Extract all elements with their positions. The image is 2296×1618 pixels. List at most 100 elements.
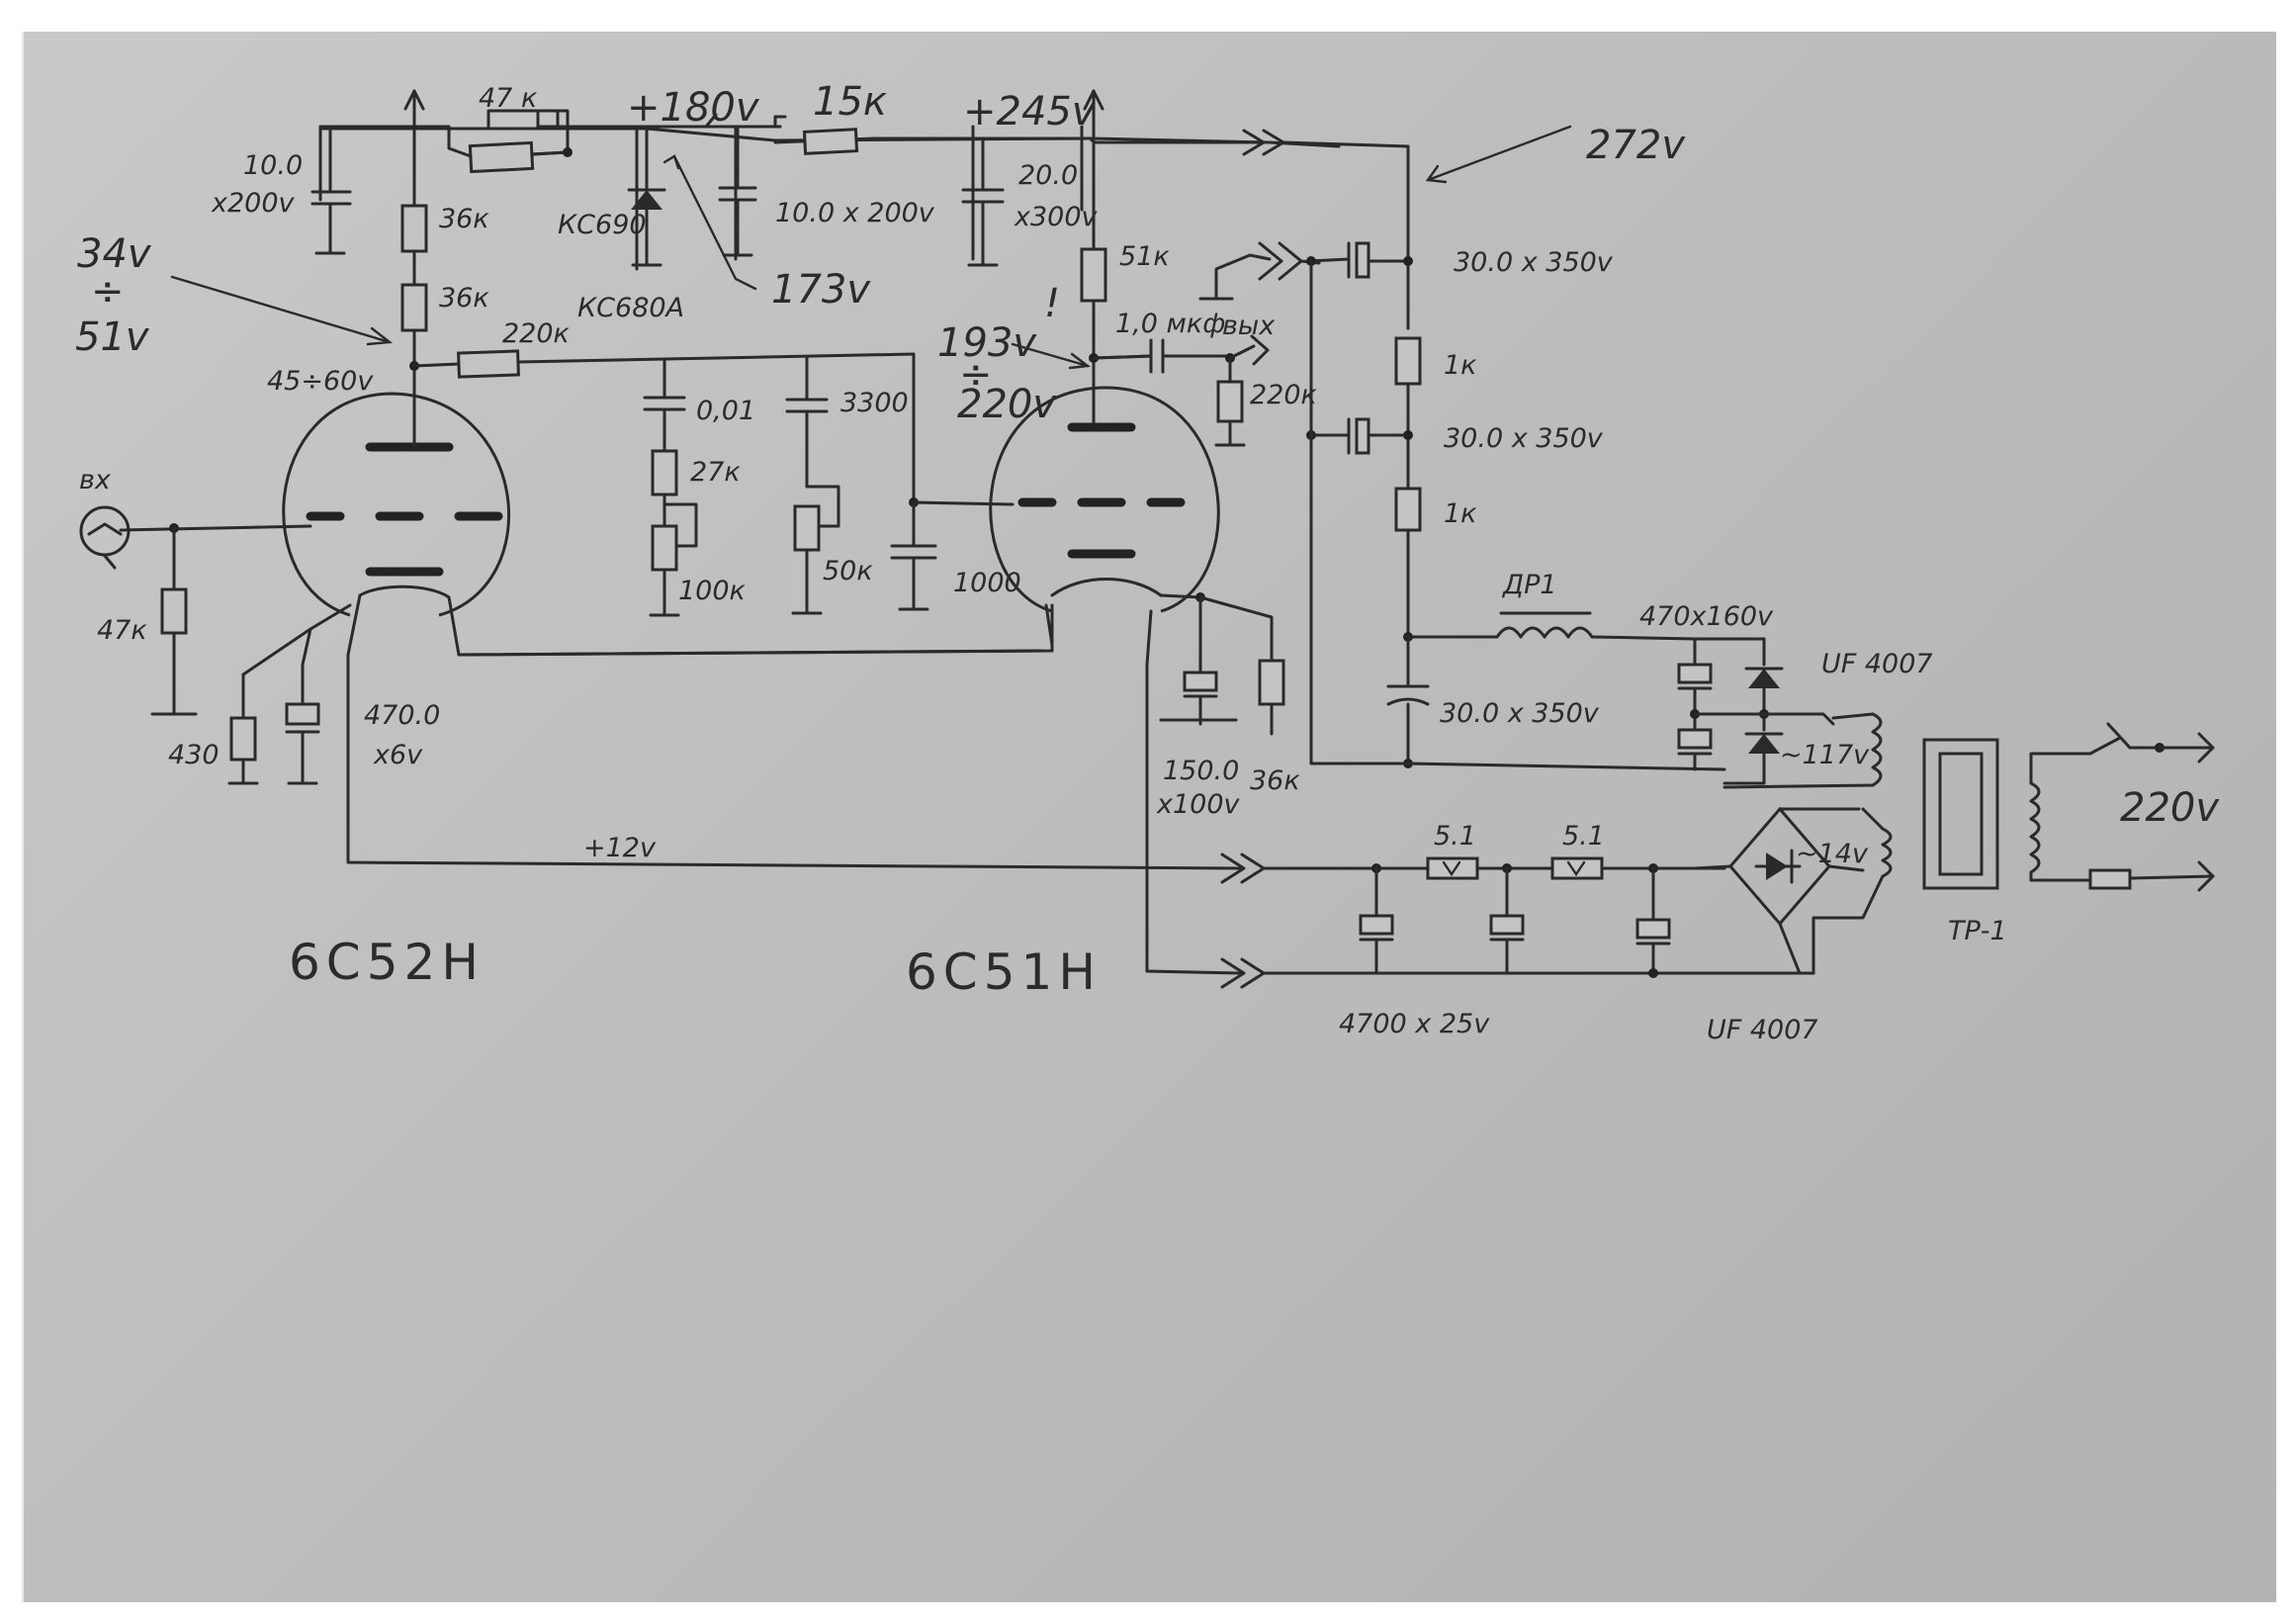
label-ac117: ~117v bbox=[1780, 740, 1870, 770]
tube-6c51n bbox=[989, 386, 1220, 613]
cap-10-200-left bbox=[310, 127, 352, 255]
doubler-diodes bbox=[1693, 637, 1835, 785]
label-r51-a: 5.1 bbox=[1434, 821, 1476, 852]
label-r220k-out: 220к bbox=[1250, 380, 1318, 410]
cathode-rc-430 bbox=[227, 603, 352, 785]
label-c20-a: 20.0 bbox=[1018, 160, 1078, 191]
label-tube-6c52n: 6С52Н bbox=[289, 934, 485, 991]
label-v245: +245v bbox=[963, 89, 1097, 135]
rc-branch-001 bbox=[643, 358, 698, 617]
label-c470-a: 470.0 bbox=[364, 700, 440, 731]
resistor-36k-lower bbox=[400, 283, 428, 439]
resistor-36k-upper bbox=[400, 127, 428, 287]
cap-4700-c bbox=[1635, 863, 1671, 978]
hv-filter-chain bbox=[1386, 144, 1430, 768]
output-arrow-top bbox=[1198, 241, 1321, 301]
label-ac14: ~14v bbox=[1796, 839, 1869, 869]
label-r47k-grid: 47к bbox=[97, 615, 147, 646]
label-v-div2: ÷ bbox=[959, 352, 993, 398]
label-excl: ! bbox=[1044, 281, 1060, 326]
label-r51-b: 5.1 bbox=[1562, 821, 1605, 852]
label-v34: 34v bbox=[77, 231, 152, 277]
cap-1000 bbox=[890, 497, 1015, 611]
label-kc690: КС690 bbox=[558, 210, 647, 240]
label-c3300: 3300 bbox=[840, 388, 909, 418]
label-r50k: 50к bbox=[823, 556, 873, 586]
label-r36k-cathode: 36к bbox=[1250, 765, 1300, 796]
b-plus-to-anode2 bbox=[1080, 136, 1153, 429]
resistor-47k-grid bbox=[150, 526, 198, 716]
cap-10-200-right bbox=[718, 127, 757, 257]
label-c10-left-a: 10.0 bbox=[243, 150, 303, 181]
label-c150-a: 150.0 bbox=[1163, 756, 1239, 786]
schematic-sheet: 47 к +180v 15к +245v 272v 10.0 x200v 36к… bbox=[22, 32, 2276, 1602]
arrow-to-272 bbox=[1092, 129, 1410, 330]
label-r15k: 15к bbox=[813, 79, 887, 125]
label-c470-160: 470x160v bbox=[1639, 601, 1774, 632]
transformer-primary bbox=[2029, 722, 2215, 892]
choke-dr1 bbox=[1406, 611, 1697, 641]
heater-wires bbox=[346, 593, 1242, 870]
label-r51k: 51к bbox=[1119, 241, 1170, 272]
input-jack bbox=[79, 505, 312, 570]
zener-kc690 bbox=[627, 127, 666, 267]
label-c150-b: x100v bbox=[1156, 789, 1241, 820]
label-c30-bottom: 30.0 x 350v bbox=[1440, 698, 1600, 729]
label-v45-60: 45÷60v bbox=[267, 366, 374, 397]
label-c1mkf: 1,0 мкф bbox=[1115, 309, 1225, 339]
filter-ground-bus bbox=[1309, 259, 1726, 771]
label-v173: 173v bbox=[771, 267, 871, 313]
resistor-220k bbox=[412, 349, 916, 502]
label-c30-top: 30.0 x 350v bbox=[1454, 247, 1614, 278]
doubler-caps bbox=[1677, 637, 1766, 771]
component-labels: 47 к +180v 15к +245v 272v 10.0 x200v 36к… bbox=[75, 79, 2220, 1045]
label-r36k-upper: 36к bbox=[439, 204, 489, 234]
label-v220: 220v bbox=[957, 382, 1057, 427]
label-v272: 272v bbox=[1586, 123, 1686, 168]
rail-arrow-up-2 bbox=[1083, 89, 1104, 140]
label-r47k-pot: 47 к bbox=[479, 83, 538, 114]
circuit-diagram: 47 к +180v 15к +245v 272v 10.0 x200v 36к… bbox=[75, 79, 2220, 1045]
cap-4700-a bbox=[1359, 863, 1394, 975]
heater-12v-line bbox=[1145, 609, 1815, 989]
resistor-15k bbox=[802, 128, 859, 155]
cathode-rc-tube2 bbox=[1159, 592, 1285, 736]
pot-47k bbox=[447, 109, 573, 174]
cap-30-350-top bbox=[1306, 241, 1413, 279]
transformer-core bbox=[1922, 738, 1999, 890]
label-v180: +180v bbox=[627, 85, 760, 131]
rail-arrow-up-1 bbox=[403, 89, 425, 131]
label-v12: +12v bbox=[583, 833, 657, 863]
label-v51: 51v bbox=[75, 315, 150, 360]
ground-rail-bottom bbox=[457, 649, 1042, 657]
label-c30-mid: 30.0 x 350v bbox=[1444, 423, 1604, 454]
secondary-117 bbox=[1722, 712, 1883, 789]
label-r1k-top: 1к bbox=[1444, 350, 1477, 381]
label-v220-mains: 220v bbox=[2120, 785, 2220, 831]
label-tube-6c51n: 6С51Н bbox=[906, 944, 1102, 1001]
label-r220k: 220к bbox=[502, 318, 571, 349]
tube-6c52n bbox=[282, 392, 510, 617]
label-c10-left-b: x200v bbox=[211, 188, 296, 219]
label-c4700: 4700 x 25v bbox=[1339, 1009, 1490, 1039]
label-c20-b: x300v bbox=[1014, 202, 1099, 232]
resistor-5-1-a bbox=[1426, 856, 1479, 880]
label-c1000: 1000 bbox=[953, 568, 1021, 598]
label-c001: 0,01 bbox=[696, 396, 755, 426]
label-uf4007-bottom: UF 4007 bbox=[1707, 1015, 1818, 1045]
output-coupling bbox=[1092, 334, 1270, 447]
label-out: вых bbox=[1222, 311, 1276, 341]
label-r430: 430 bbox=[168, 740, 220, 770]
label-r27k: 27к bbox=[690, 457, 741, 488]
label-r36k-lower: 36к bbox=[439, 283, 489, 314]
label-v193: 193v bbox=[937, 320, 1037, 366]
label-v-div: ÷ bbox=[91, 269, 125, 315]
label-kc680a: КС680А bbox=[577, 293, 684, 323]
cap-20-300 bbox=[961, 136, 1005, 267]
secondary-14 bbox=[1811, 807, 1893, 975]
label-r1k-mid: 1к bbox=[1444, 498, 1477, 529]
label-choke: ДР1 bbox=[1502, 570, 1557, 600]
bridge-rectifier bbox=[1693, 806, 1865, 975]
resistor-5-1-b bbox=[1550, 856, 1604, 880]
cap-4700-b bbox=[1489, 863, 1525, 975]
